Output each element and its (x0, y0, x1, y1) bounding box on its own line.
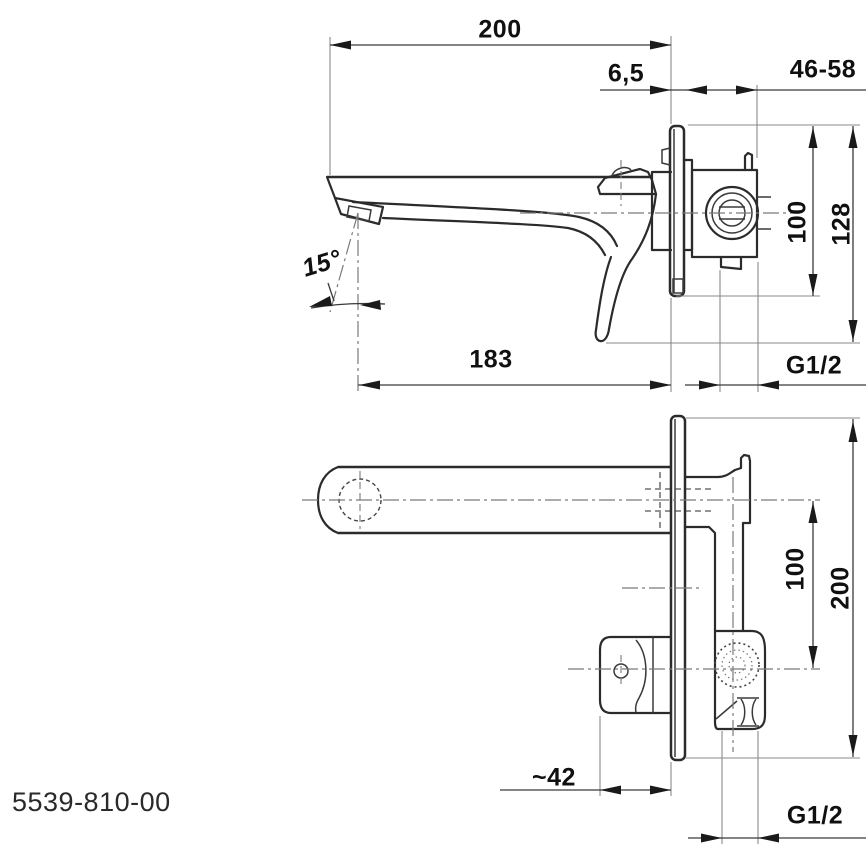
spout-handle-distance-dimension: 100 (781, 547, 810, 591)
cartridge-stipple (714, 642, 760, 688)
inlet-thread-label: G1/2 (785, 351, 843, 380)
plate-width-dimension: 200 (826, 566, 855, 610)
plate-height-dimension: 100 (783, 200, 812, 244)
side-view (325, 124, 771, 343)
spout-reach-dimension: 183 (469, 345, 513, 374)
mounting-depth-dimension: 46-58 (789, 55, 857, 84)
handle-projection-dimension: ~42 (532, 763, 576, 792)
overall-height-dimension: 128 (827, 202, 856, 246)
dimension-arrowheads (309, 40, 858, 843)
plate-thickness-dimension: 6,5 (607, 59, 645, 88)
extension-lines (329, 36, 860, 844)
spout-length-dimension: 200 (478, 15, 522, 44)
part-number: 5539-810-00 (12, 787, 171, 817)
dimension-lines (310, 44, 866, 839)
outlet-thread-label: G1/2 (786, 801, 844, 830)
